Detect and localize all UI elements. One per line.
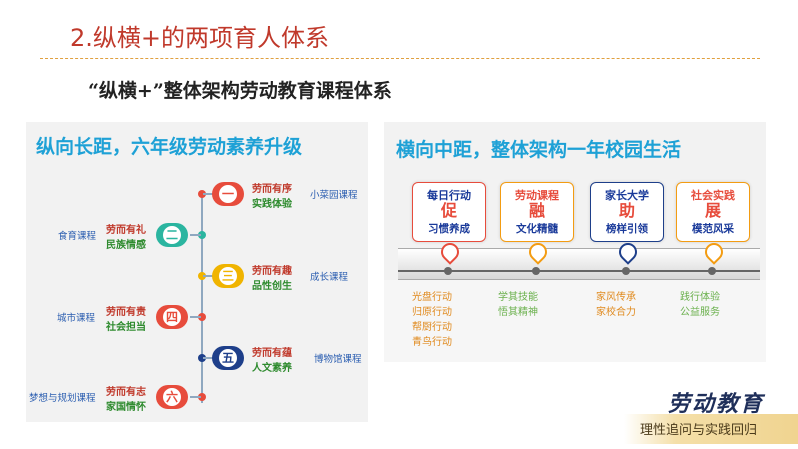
subtitle: “纵横+”整体架构劳动教育课程体系: [88, 80, 392, 102]
card-keyword: 促: [440, 201, 457, 220]
card-keyword: 助: [618, 201, 635, 220]
card-title: 劳动课程: [515, 189, 559, 202]
node-number: 二: [161, 224, 183, 246]
bar-dot: [444, 267, 452, 275]
connector: [190, 316, 201, 318]
course-label: 食育课程: [58, 231, 97, 242]
card-title: 家长大学: [605, 189, 649, 202]
activity-list: 家风传承 家校合力: [596, 292, 636, 318]
node-trait: 劳而有趣: [252, 266, 292, 277]
card-subtitle: 榜样引领: [606, 223, 648, 235]
horizontal-panel-lower: [384, 280, 766, 362]
card-subtitle: 文化精髓: [516, 223, 558, 235]
node-trait: 劳而有礼: [106, 225, 146, 236]
connector: [190, 234, 201, 236]
timeline-bar-line: [398, 270, 760, 272]
connector: [203, 275, 213, 277]
card-keyword: 融: [528, 201, 545, 220]
bar-dot: [622, 267, 630, 275]
timeline-dot: [198, 272, 206, 280]
node-trait: 劳而有蕴: [252, 348, 292, 359]
bar-dot: [532, 267, 540, 275]
card-keyword: 展: [704, 201, 721, 220]
vertical-panel: [26, 122, 368, 422]
course-label: 小菜园课程: [310, 190, 358, 201]
vertical-heading: 纵向长距，六年级劳动素养升级: [36, 136, 303, 158]
node-number: 六: [161, 386, 183, 408]
node-value: 品性创生: [252, 281, 292, 292]
card-title: 社会实践: [691, 189, 735, 202]
timeline-dot: [198, 393, 206, 401]
node-trait: 劳而有责: [106, 307, 146, 318]
bar-dot: [708, 267, 716, 275]
node-value: 实践体验: [252, 199, 292, 210]
node-number: 四: [161, 306, 183, 328]
activity-card: 家长大学助榜样引领: [590, 182, 664, 242]
logo-band: [624, 414, 798, 444]
card-subtitle: 模范风采: [692, 223, 734, 235]
activity-card: 劳动课程融文化精髓: [500, 182, 574, 242]
node-number: 三: [217, 265, 239, 287]
horizontal-heading: 横向中距，整体架构一年校园生活: [396, 139, 682, 161]
activity-card: 每日行动促习惯养成: [412, 182, 486, 242]
node-number: 五: [217, 347, 239, 369]
timeline-dot: [198, 354, 206, 362]
timeline-dot: [198, 313, 206, 321]
course-label: 城市课程: [57, 313, 96, 324]
course-label: 博物馆课程: [314, 354, 362, 365]
activity-list: 践行体验 公益服务: [680, 292, 720, 318]
node-trait: 劳而有志: [106, 387, 146, 398]
timeline-dot: [198, 231, 206, 239]
logo-title: 劳动教育: [668, 391, 765, 417]
title-divider: [40, 58, 760, 59]
course-label: 成长课程: [310, 272, 349, 283]
node-number: 一: [217, 183, 239, 205]
connector: [190, 396, 201, 398]
course-label: 梦想与规划课程: [29, 393, 96, 404]
connector: [203, 357, 213, 359]
timeline-axis: [201, 193, 203, 403]
node-value: 人文素养: [252, 363, 292, 374]
node-trait: 劳而有序: [252, 184, 292, 195]
node-value: 社会担当: [106, 322, 146, 333]
logo-subtitle: 理性追问与实践回归: [640, 423, 758, 438]
page-title: 2.纵横+的两项育人体系: [70, 24, 330, 52]
connector: [203, 193, 213, 195]
card-subtitle: 习惯养成: [428, 223, 470, 235]
node-value: 民族情感: [106, 240, 146, 251]
card-title: 每日行动: [427, 189, 471, 202]
timeline-dot: [198, 190, 206, 198]
activity-list: 光盘行动 归原行动 帮厨行动 青鸟行动: [412, 292, 452, 348]
node-value: 家国情怀: [106, 402, 146, 413]
activity-card: 社会实践展模范风采: [676, 182, 750, 242]
activity-list: 学其技能 悟其精神: [498, 292, 538, 318]
